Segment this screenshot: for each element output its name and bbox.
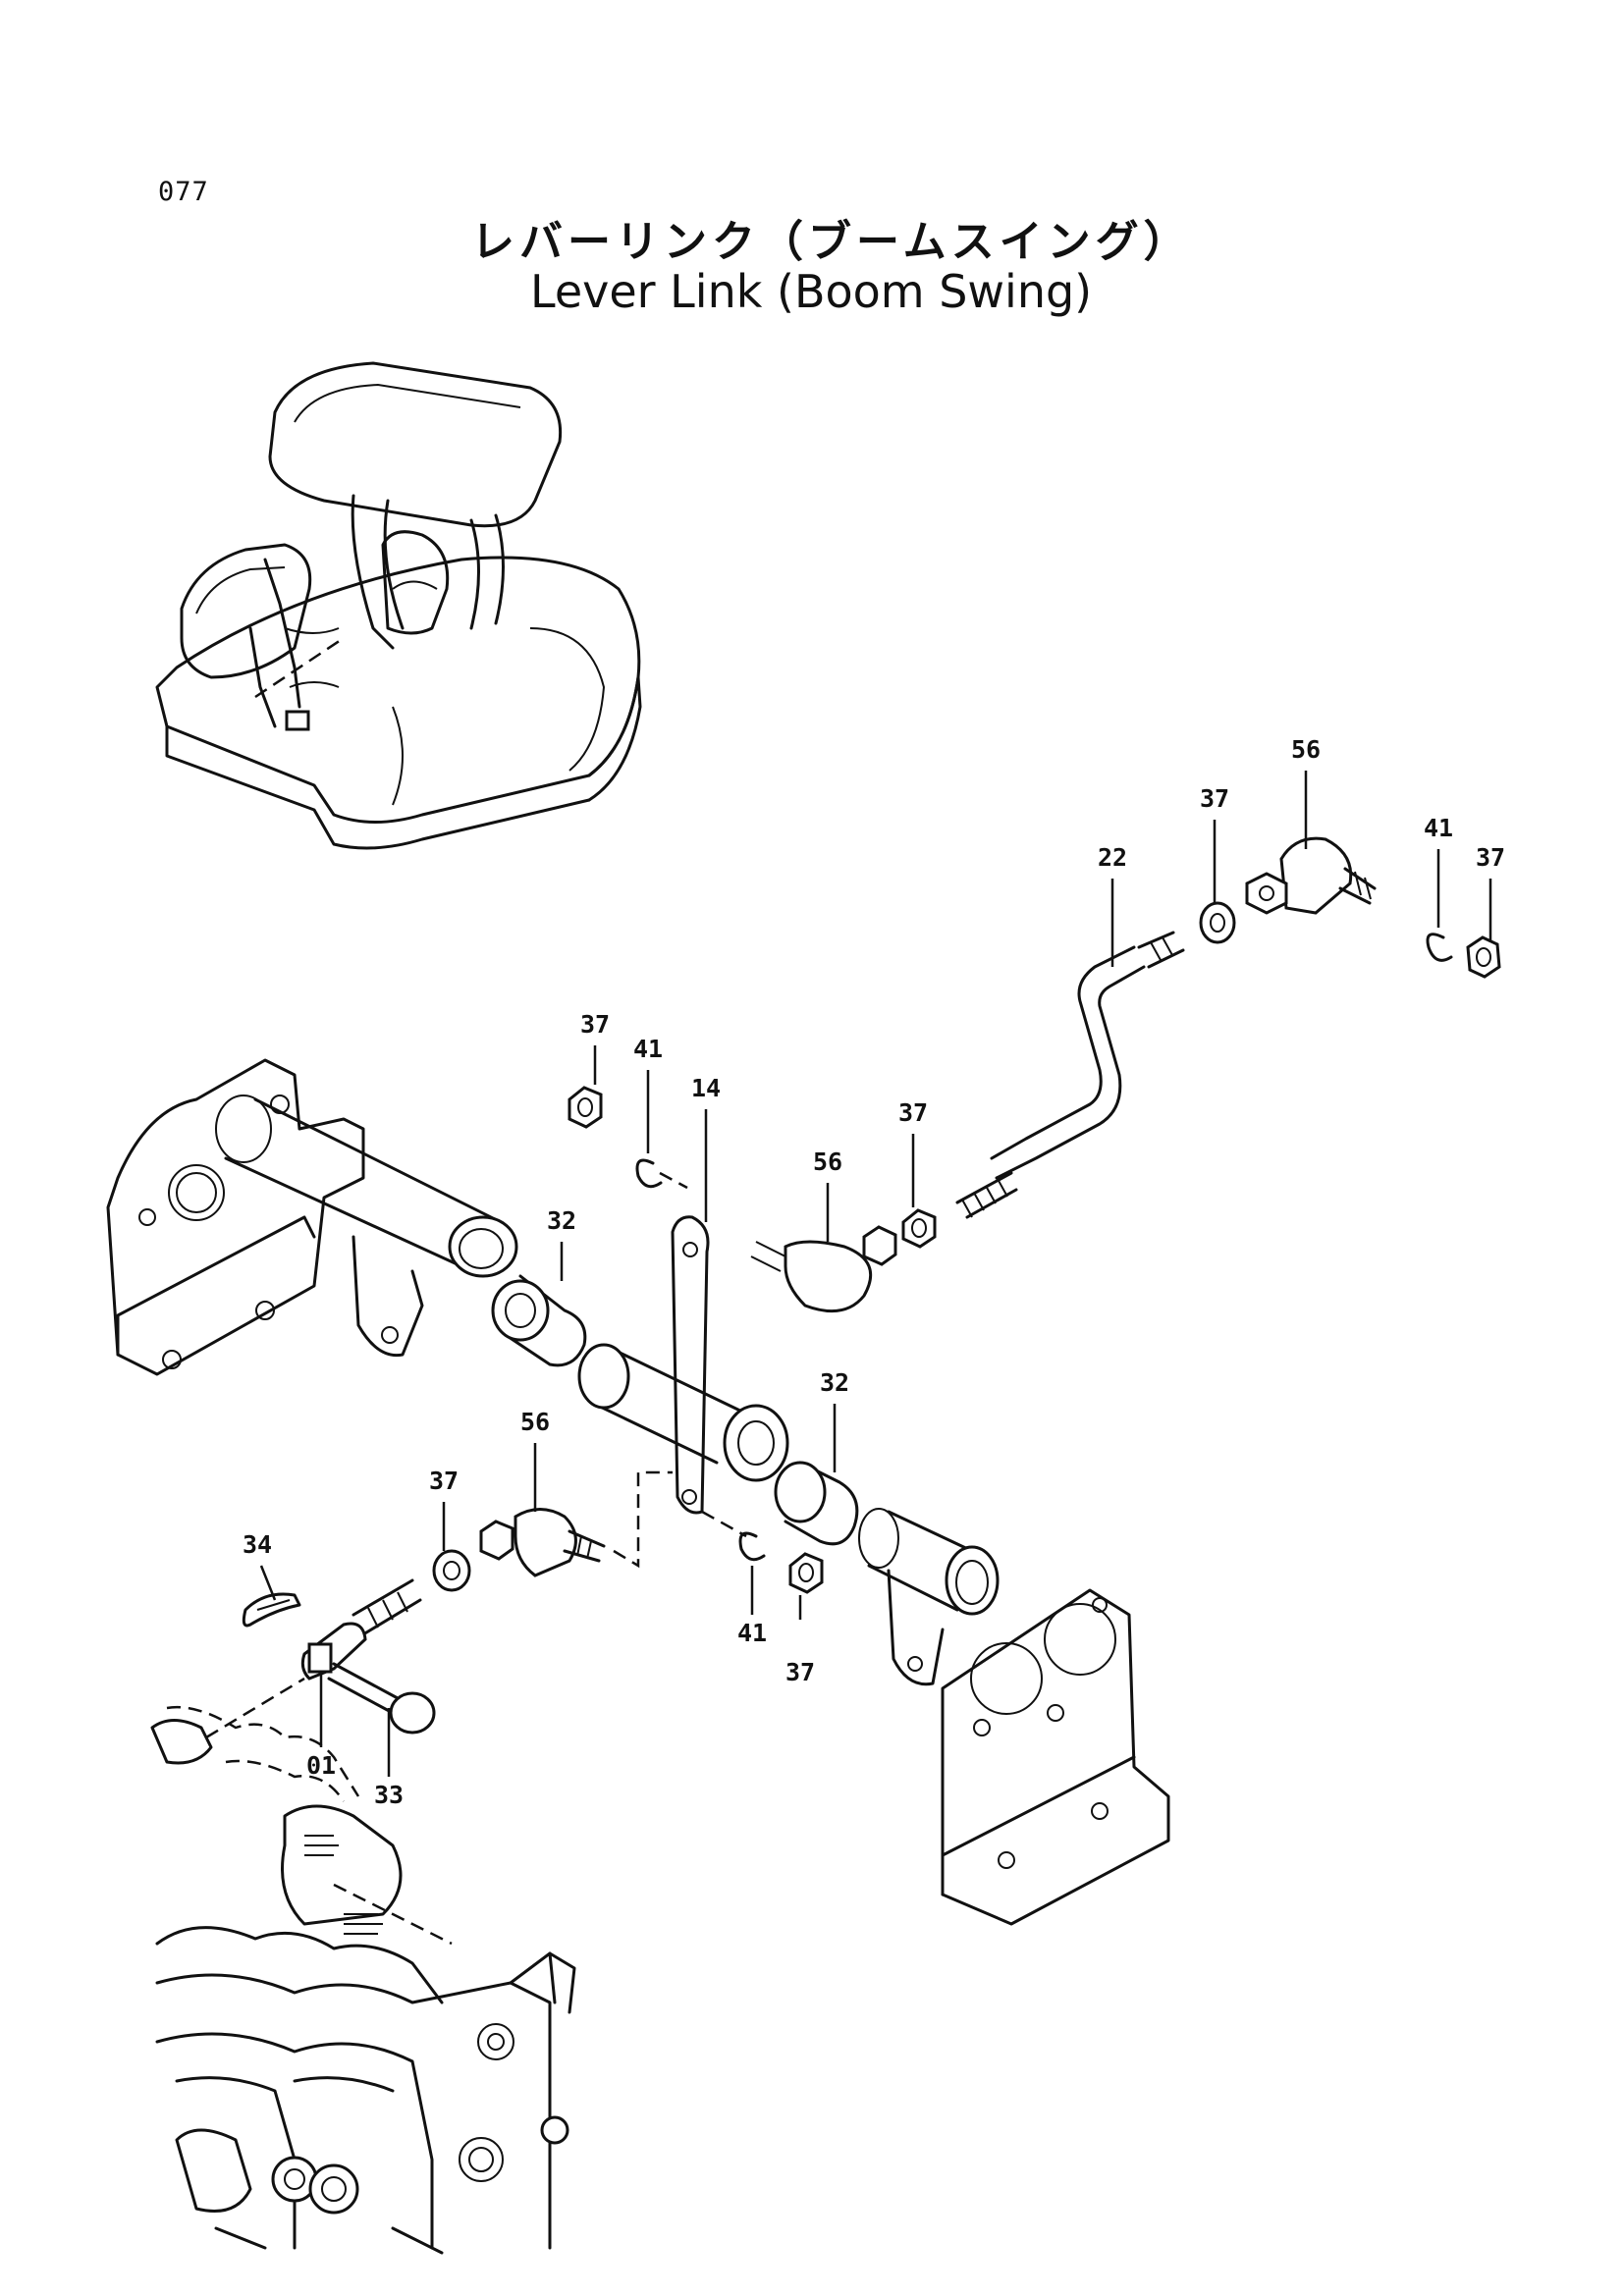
callout-41-top-right: 41	[1424, 814, 1453, 842]
assembly-line-lower	[613, 1470, 673, 1569]
nut-37-lower-left	[432, 1549, 471, 1592]
page-title-japanese: レバーリンク（ブームスイング）	[471, 217, 1192, 267]
ball-joint-56-mid	[750, 1225, 897, 1313]
nut-37-left-upper	[568, 1086, 603, 1129]
nut-37-top-right	[1466, 935, 1501, 979]
callout-56-mid: 56	[813, 1148, 842, 1176]
left-mounting-bracket	[106, 1058, 518, 1376]
page-number: 077	[158, 177, 209, 207]
snap-ring-41-lower	[738, 1531, 766, 1562]
bushing-32-left	[491, 1274, 587, 1367]
nut-37-lower	[788, 1552, 824, 1594]
ball-joint-56-lower	[479, 1508, 606, 1577]
lever-link-14	[577, 1215, 789, 1515]
callout-37-top-right: 37	[1476, 843, 1505, 872]
snap-ring-41-top-right	[1426, 933, 1453, 962]
callout-37-left-upper: 37	[580, 1010, 610, 1039]
snap-ring-41-left-upper	[635, 1158, 663, 1189]
callout-32-right: 32	[820, 1368, 849, 1397]
callout-41-left-upper: 41	[633, 1035, 663, 1063]
ball-joint-56-top	[1245, 836, 1377, 915]
callout-37-lower: 37	[785, 1658, 815, 1686]
callout-56-lower: 56	[520, 1408, 550, 1436]
callout-22: 22	[1098, 843, 1127, 872]
callout-14: 14	[691, 1074, 721, 1102]
page-title-english: Lever Link (Boom Swing)	[530, 265, 1093, 318]
leader-lines	[259, 771, 1492, 1777]
right-mounting-bracket	[858, 1508, 1170, 1926]
callout-32-left: 32	[547, 1206, 576, 1235]
assembly-line-lower-right	[701, 1510, 747, 1538]
callout-37-lower-left: 37	[429, 1467, 459, 1495]
nut-37-top-mid	[1199, 901, 1236, 944]
pin-33	[327, 1662, 436, 1735]
callout-37-mid: 37	[898, 1098, 928, 1127]
callout-37-top-mid: 37	[1200, 784, 1229, 813]
callout-56-top: 56	[1291, 735, 1321, 764]
callout-33: 33	[374, 1781, 404, 1809]
excavator-cab-overview-illustration	[155, 361, 642, 850]
control-valve-illustration	[150, 1677, 576, 2255]
bushing-32-right	[774, 1461, 859, 1546]
assembly-line-upper	[659, 1171, 688, 1190]
cotter-pin-34	[242, 1592, 301, 1628]
callout-01: 01	[306, 1751, 336, 1780]
clevis-01	[300, 1578, 422, 1681]
callout-34: 34	[243, 1530, 272, 1559]
control-rod-22	[955, 931, 1185, 1219]
callout-41-lower: 41	[737, 1619, 767, 1647]
nut-37-mid	[901, 1208, 937, 1249]
